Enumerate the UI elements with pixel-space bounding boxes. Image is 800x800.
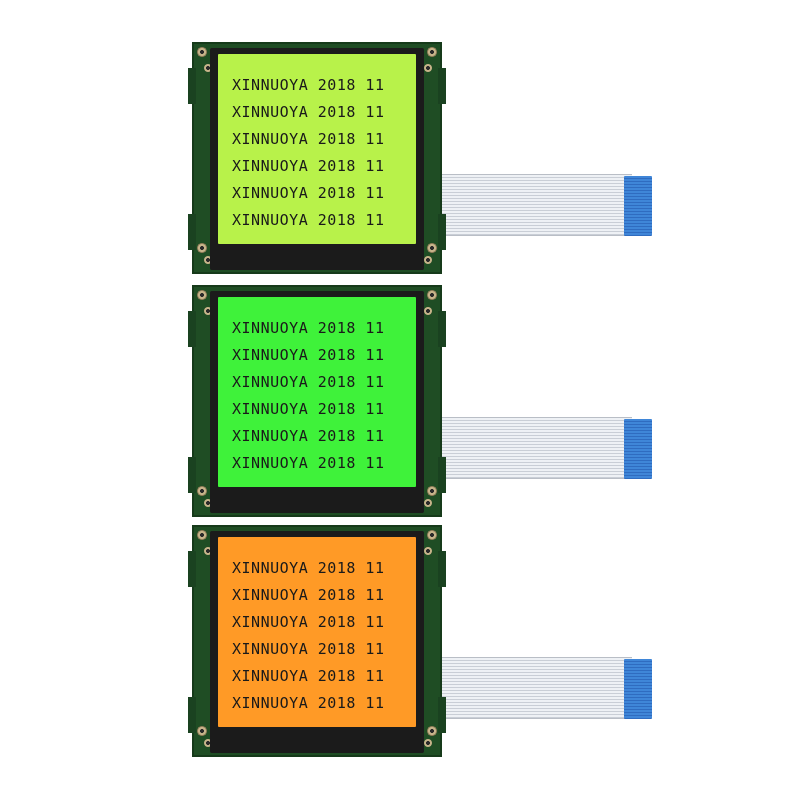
lcd-module-orange: XINNUOYA 2018 11 XINNUOYA 2018 11 XINNUO… [188, 525, 652, 757]
screen-text-line: XINNUOYA 2018 11 [232, 694, 385, 712]
ribbon-cable [432, 174, 632, 236]
mounting-hole [426, 46, 438, 58]
screen-text-line: XINNUOYA 2018 11 [232, 211, 385, 229]
via-hole [204, 499, 212, 507]
via-hole [424, 256, 432, 264]
via-hole [204, 307, 212, 315]
screen-text-line: XINNUOYA 2018 11 [232, 319, 385, 337]
via-hole [424, 499, 432, 507]
via-hole [204, 256, 212, 264]
mounting-hole [426, 242, 438, 254]
screen-text-line: XINNUOYA 2018 11 [232, 130, 385, 148]
mounting-hole [426, 725, 438, 737]
screen-text-line: XINNUOYA 2018 11 [232, 346, 385, 364]
via-hole [424, 547, 432, 555]
screen-text-line: XINNUOYA 2018 11 [232, 427, 385, 445]
mounting-hole [196, 242, 208, 254]
screen-text-line: XINNUOYA 2018 11 [232, 76, 385, 94]
ribbon-cable [432, 417, 632, 479]
pcb-board: XINNUOYA 2018 11 XINNUOYA 2018 11 XINNUO… [188, 285, 446, 517]
ribbon-connector-tip [624, 176, 652, 236]
pcb-board: XINNUOYA 2018 11 XINNUOYA 2018 11 XINNUO… [188, 525, 446, 757]
screen-text-line: XINNUOYA 2018 11 [232, 667, 385, 685]
screen-text-line: XINNUOYA 2018 11 [232, 103, 385, 121]
screen-text-line: XINNUOYA 2018 11 [232, 157, 385, 175]
ribbon-connector-tip [624, 419, 652, 479]
via-hole [204, 64, 212, 72]
via-hole [424, 64, 432, 72]
screen-text-line: XINNUOYA 2018 11 [232, 454, 385, 472]
screen-text-line: XINNUOYA 2018 11 [232, 373, 385, 391]
display-bezel: XINNUOYA 2018 11 XINNUOYA 2018 11 XINNUO… [210, 48, 424, 270]
mounting-hole [426, 485, 438, 497]
via-hole [424, 307, 432, 315]
lcd-screen: XINNUOYA 2018 11 XINNUOYA 2018 11 XINNUO… [218, 537, 416, 727]
via-hole [204, 739, 212, 747]
display-bezel: XINNUOYA 2018 11 XINNUOYA 2018 11 XINNUO… [210, 291, 424, 513]
ribbon-connector-tip [624, 659, 652, 719]
mounting-hole [426, 289, 438, 301]
screen-text-line: XINNUOYA 2018 11 [232, 400, 385, 418]
via-hole [204, 547, 212, 555]
screen-text-line: XINNUOYA 2018 11 [232, 640, 385, 658]
mounting-hole [196, 289, 208, 301]
lcd-module-yellow-green: XINNUOYA 2018 11 XINNUOYA 2018 11 XINNUO… [188, 42, 652, 274]
lcd-module-green: XINNUOYA 2018 11 XINNUOYA 2018 11 XINNUO… [188, 285, 652, 517]
screen-text-line: XINNUOYA 2018 11 [232, 559, 385, 577]
mounting-hole [196, 485, 208, 497]
mounting-hole [196, 725, 208, 737]
ribbon-cable [432, 657, 632, 719]
pcb-board: XINNUOYA 2018 11 XINNUOYA 2018 11 XINNUO… [188, 42, 446, 274]
screen-text-line: XINNUOYA 2018 11 [232, 613, 385, 631]
mounting-hole [196, 529, 208, 541]
lcd-screen: XINNUOYA 2018 11 XINNUOYA 2018 11 XINNUO… [218, 54, 416, 244]
mounting-hole [196, 46, 208, 58]
lcd-screen: XINNUOYA 2018 11 XINNUOYA 2018 11 XINNUO… [218, 297, 416, 487]
mounting-hole [426, 529, 438, 541]
screen-text-line: XINNUOYA 2018 11 [232, 184, 385, 202]
display-bezel: XINNUOYA 2018 11 XINNUOYA 2018 11 XINNUO… [210, 531, 424, 753]
screen-text-line: XINNUOYA 2018 11 [232, 586, 385, 604]
via-hole [424, 739, 432, 747]
